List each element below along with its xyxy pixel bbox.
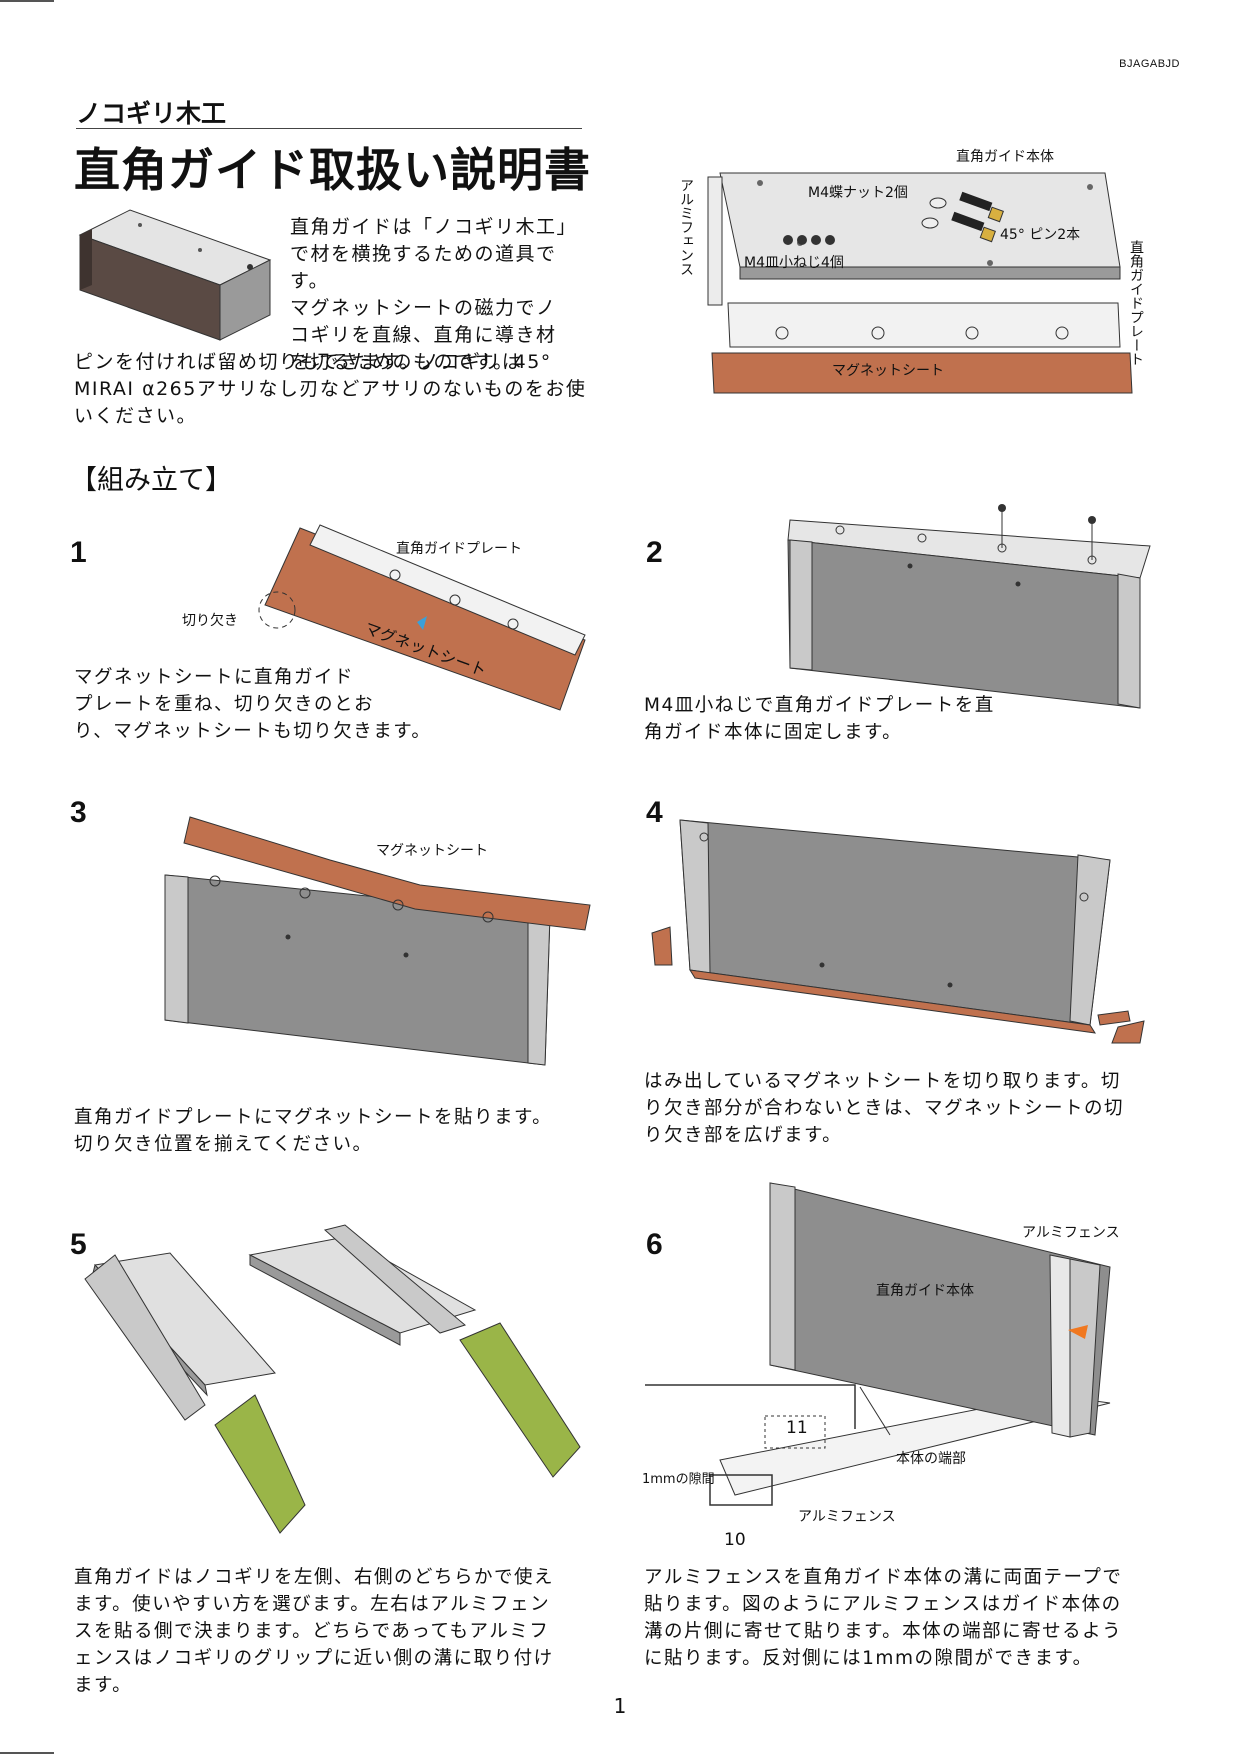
intro-block-right: 直角ガイドは「ノコギリ木工」 で材を横挽するための道具です。 マグネットシートの… [290, 214, 590, 376]
label-main-body: 直角ガイド本体 [956, 149, 1054, 165]
step-2-line: M4皿小ねじで直角ガイドプレートを直 [644, 695, 995, 716]
step-2-number: 2 [646, 536, 663, 569]
step-6-label-edge: 本体の端部 [896, 1451, 966, 1467]
label-screw: M4皿小ねじ4個 [744, 255, 844, 271]
step-5-line: 直角ガイドはノコギリを左側、右側のどちらかで使え [74, 1567, 555, 1588]
step-3-label-sheet: マグネットシート [376, 843, 488, 859]
step-1-text: マグネットシートに直角ガイド プレートを重ね、切り欠きのとお り、マグネットシー… [74, 664, 504, 745]
label-magnet-sheet: マグネットシート [832, 363, 944, 379]
step-5-line: スを貼る側で決まります。どちらであってもアルミフ [74, 1621, 550, 1642]
step-3-line: 直角ガイドプレートにマグネットシートを貼ります。 [74, 1107, 553, 1128]
label-wing-nut: M4蝶ナット2個 [808, 185, 908, 201]
step-1-line: マグネットシートに直角ガイド [74, 667, 355, 688]
step-2-line: 角ガイド本体に固定します。 [644, 722, 903, 743]
step-3-number: 3 [70, 796, 87, 829]
intro-line: 直角ガイドは「ノコギリ木工」 [290, 216, 578, 238]
step-6-label-body: 直角ガイド本体 [876, 1283, 974, 1299]
step-4-number: 4 [646, 796, 663, 829]
step-2-diagram [787, 504, 1151, 709]
step-5-line: ます。 [74, 1675, 133, 1696]
intro-block-full: ピンを付ければ留め切りもできます。ノコギリは MIRAI α265アサリなし刃な… [74, 349, 594, 430]
step-3-diagram [164, 816, 591, 1066]
product-illustration [78, 209, 272, 341]
label-guide-plate-vertical: 直角ガイドプレート [1128, 240, 1144, 366]
intro-line: を切るためのものです。45° [290, 351, 552, 373]
step-4-text: はみ出しているマグネットシートを切り取ります。切 り欠き部分が合わないときは、マ… [644, 1068, 1164, 1149]
step-1-label-plate: 直角ガイドプレート [396, 541, 522, 557]
intro-line: で材を横挽するための道具です。 [290, 243, 557, 292]
crop-mark-top [0, 0, 54, 2]
step-5-diagram [84, 1224, 581, 1534]
step-5-number: 5 [70, 1228, 87, 1261]
step-6-dim-11: 11 [786, 1418, 808, 1438]
crop-mark-bottom [0, 1752, 54, 1754]
step-3-text: 直角ガイドプレートにマグネットシートを貼ります。 切り欠き位置を揃えてください。 [74, 1104, 594, 1158]
intro-line: MIRAI α265アサリなし刃などアサリのないものをお使 [74, 378, 587, 400]
label-alu-fence-vertical: アルミフェンス [678, 178, 694, 276]
parts-exploded-diagram [707, 172, 1133, 394]
step-6-label-fence2: アルミフェンス [798, 1509, 896, 1525]
step-1-diagram [258, 524, 586, 711]
step-6-number: 6 [646, 1228, 663, 1261]
step-1-line: プレートを重ね、切り欠きのとお [74, 694, 375, 715]
step-6-line: 貼ります。図のようにアルミフェンスはガイド本体の [644, 1594, 1122, 1615]
step-6-diagram [645, 1182, 1111, 1506]
series-title: ノコギリ木工 [76, 99, 227, 128]
intro-line: マグネットシートの磁力でノ [290, 297, 557, 319]
step-2-text: M4皿小ねじで直角ガイドプレートを直 角ガイド本体に固定します。 [644, 692, 1094, 746]
step-1-label-notch: 切り欠き [182, 613, 238, 629]
step-4-line: り欠き部を広げます。 [644, 1125, 843, 1146]
step-4-diagram [651, 819, 1145, 1044]
step-6-text: アルミフェンスを直角ガイド本体の溝に両面テープで 貼ります。図のようにアルミフェ… [644, 1564, 1164, 1672]
step-6-dim-10: 10 [724, 1530, 746, 1550]
page-number: 1 [613, 1694, 627, 1718]
step-5-line: ェンスはノコギリのグリップに近い側の溝に取り付け [74, 1648, 554, 1669]
intro-line: いください。 [74, 405, 198, 427]
step-6-line: に貼ります。反対側には1mmの隙間ができます。 [644, 1648, 1093, 1669]
step-6-line: アルミフェンスを直角ガイド本体の溝に両面テープで [644, 1567, 1123, 1588]
step-5-text: 直角ガイドはノコギリを左側、右側のどちらかで使え ます。使いやすい方を選びます。… [74, 1564, 594, 1699]
intro-line: ピンを付ければ留め切りもできます。ノコギリは [74, 351, 523, 373]
step-3-line: 切り欠き位置を揃えてください。 [74, 1134, 373, 1155]
step-6-label-gap: 1mmの隙間 [642, 1472, 715, 1487]
document-id: BJAGABJD [1119, 58, 1180, 70]
step-6-label-fence: アルミフェンス [1022, 1225, 1120, 1241]
title-rule [76, 128, 582, 129]
assembly-heading: 【組み立て】 [70, 465, 232, 496]
step-5-line: ます。使いやすい方を選びます。左右はアルミフェン [74, 1594, 551, 1615]
page-title: 直角ガイド取扱い説明書 [74, 143, 591, 197]
intro-line: コギリを直線、直角に導き材 [290, 324, 557, 346]
step-1-number: 1 [70, 536, 87, 569]
label-pin: 45° ピン2本 [1000, 227, 1081, 243]
step-4-line: はみ出しているマグネットシートを切り取ります。切 [644, 1071, 1121, 1092]
step-6-line: 溝の片側に寄せて貼ります。本体の端部に寄せるよう [644, 1621, 1123, 1642]
step-4-line: り欠き部分が合わないときは、マグネットシートの切 [644, 1098, 1125, 1119]
step-1-line: り、マグネットシートも切り欠きます。 [74, 721, 432, 742]
